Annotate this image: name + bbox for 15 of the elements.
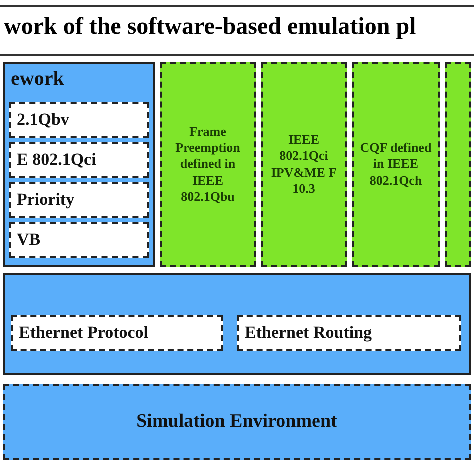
framework-panel bbox=[3, 62, 155, 267]
feature-box: Frame Preemption defined in IEEE 802.1Qbu bbox=[160, 62, 256, 267]
feature-box bbox=[445, 62, 471, 267]
diagram-title: work of the software-based emulation pl bbox=[4, 14, 416, 41]
feature-box: IEEE 802.1Qci IPV&ME F 10.3 bbox=[261, 62, 347, 267]
module-box: Priority bbox=[9, 182, 149, 218]
environment-layer: Simulation Environment bbox=[3, 384, 471, 460]
module-box: Ethernet Protocol bbox=[11, 315, 223, 351]
layer-band bbox=[3, 273, 471, 375]
module-box: 2.1Qbv bbox=[9, 102, 149, 138]
feature-box: CQF defined in IEEE 802.1Qch bbox=[352, 62, 440, 267]
module-box: E 802.1Qci bbox=[9, 142, 149, 178]
module-box: VB bbox=[9, 222, 149, 258]
module-box: Ethernet Routing bbox=[237, 315, 461, 351]
panel-heading: ework bbox=[11, 68, 64, 91]
